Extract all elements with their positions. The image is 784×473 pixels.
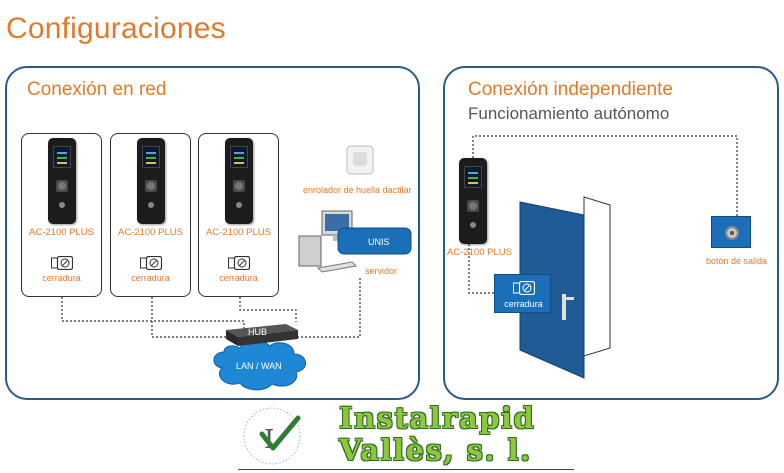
fingerprint-reader-1 bbox=[48, 138, 76, 224]
network-panel-title: Conexión en red bbox=[27, 79, 167, 100]
fingerprint-reader-3 bbox=[225, 138, 253, 224]
page-title: Configuraciones bbox=[6, 12, 226, 45]
device-2-lock-label: cerradura bbox=[131, 273, 170, 283]
lock-icon bbox=[228, 256, 250, 270]
hub-label: HUB bbox=[248, 327, 268, 337]
device-3-model: AC-2100 PLUS bbox=[206, 227, 271, 238]
software-label: UNIS bbox=[368, 237, 390, 247]
device-1-lock-label: cerradura bbox=[42, 273, 81, 283]
standalone-panel-title: Conexión independiente bbox=[468, 79, 673, 100]
server-label: servidor bbox=[365, 266, 398, 276]
fingerprint-reader-2 bbox=[137, 138, 165, 224]
brand-name-line2: Vallès, s. l. bbox=[339, 433, 532, 467]
lock-icon bbox=[513, 281, 535, 295]
device-3-lock-label: cerradura bbox=[219, 273, 258, 283]
exit-button-label: botón de salida bbox=[706, 256, 768, 266]
brand-name-line1: Instalrapid bbox=[339, 401, 536, 435]
device-2-model: AC-2100 PLUS bbox=[118, 227, 183, 238]
brand-underline bbox=[238, 469, 574, 470]
device-1-model: AC-2100 PLUS bbox=[29, 227, 94, 238]
enroller-label: enrolador de huella dactilar bbox=[303, 185, 412, 195]
fingerprint-reader-standalone bbox=[459, 158, 487, 244]
network-label: LAN / WAN bbox=[236, 361, 282, 371]
exit-button-icon bbox=[725, 226, 739, 240]
brand-seal-logo: I bbox=[243, 407, 301, 465]
standalone-device-model: AC-2100 PLUS bbox=[447, 247, 512, 258]
standalone-lock-label: cerradura bbox=[504, 299, 543, 309]
lock-icon bbox=[140, 256, 162, 270]
exit-button bbox=[711, 216, 751, 248]
lock-icon bbox=[51, 256, 73, 270]
standalone-lock-box: cerradura bbox=[494, 274, 551, 313]
standalone-panel-subtitle: Funcionamiento autónomo bbox=[468, 104, 670, 123]
